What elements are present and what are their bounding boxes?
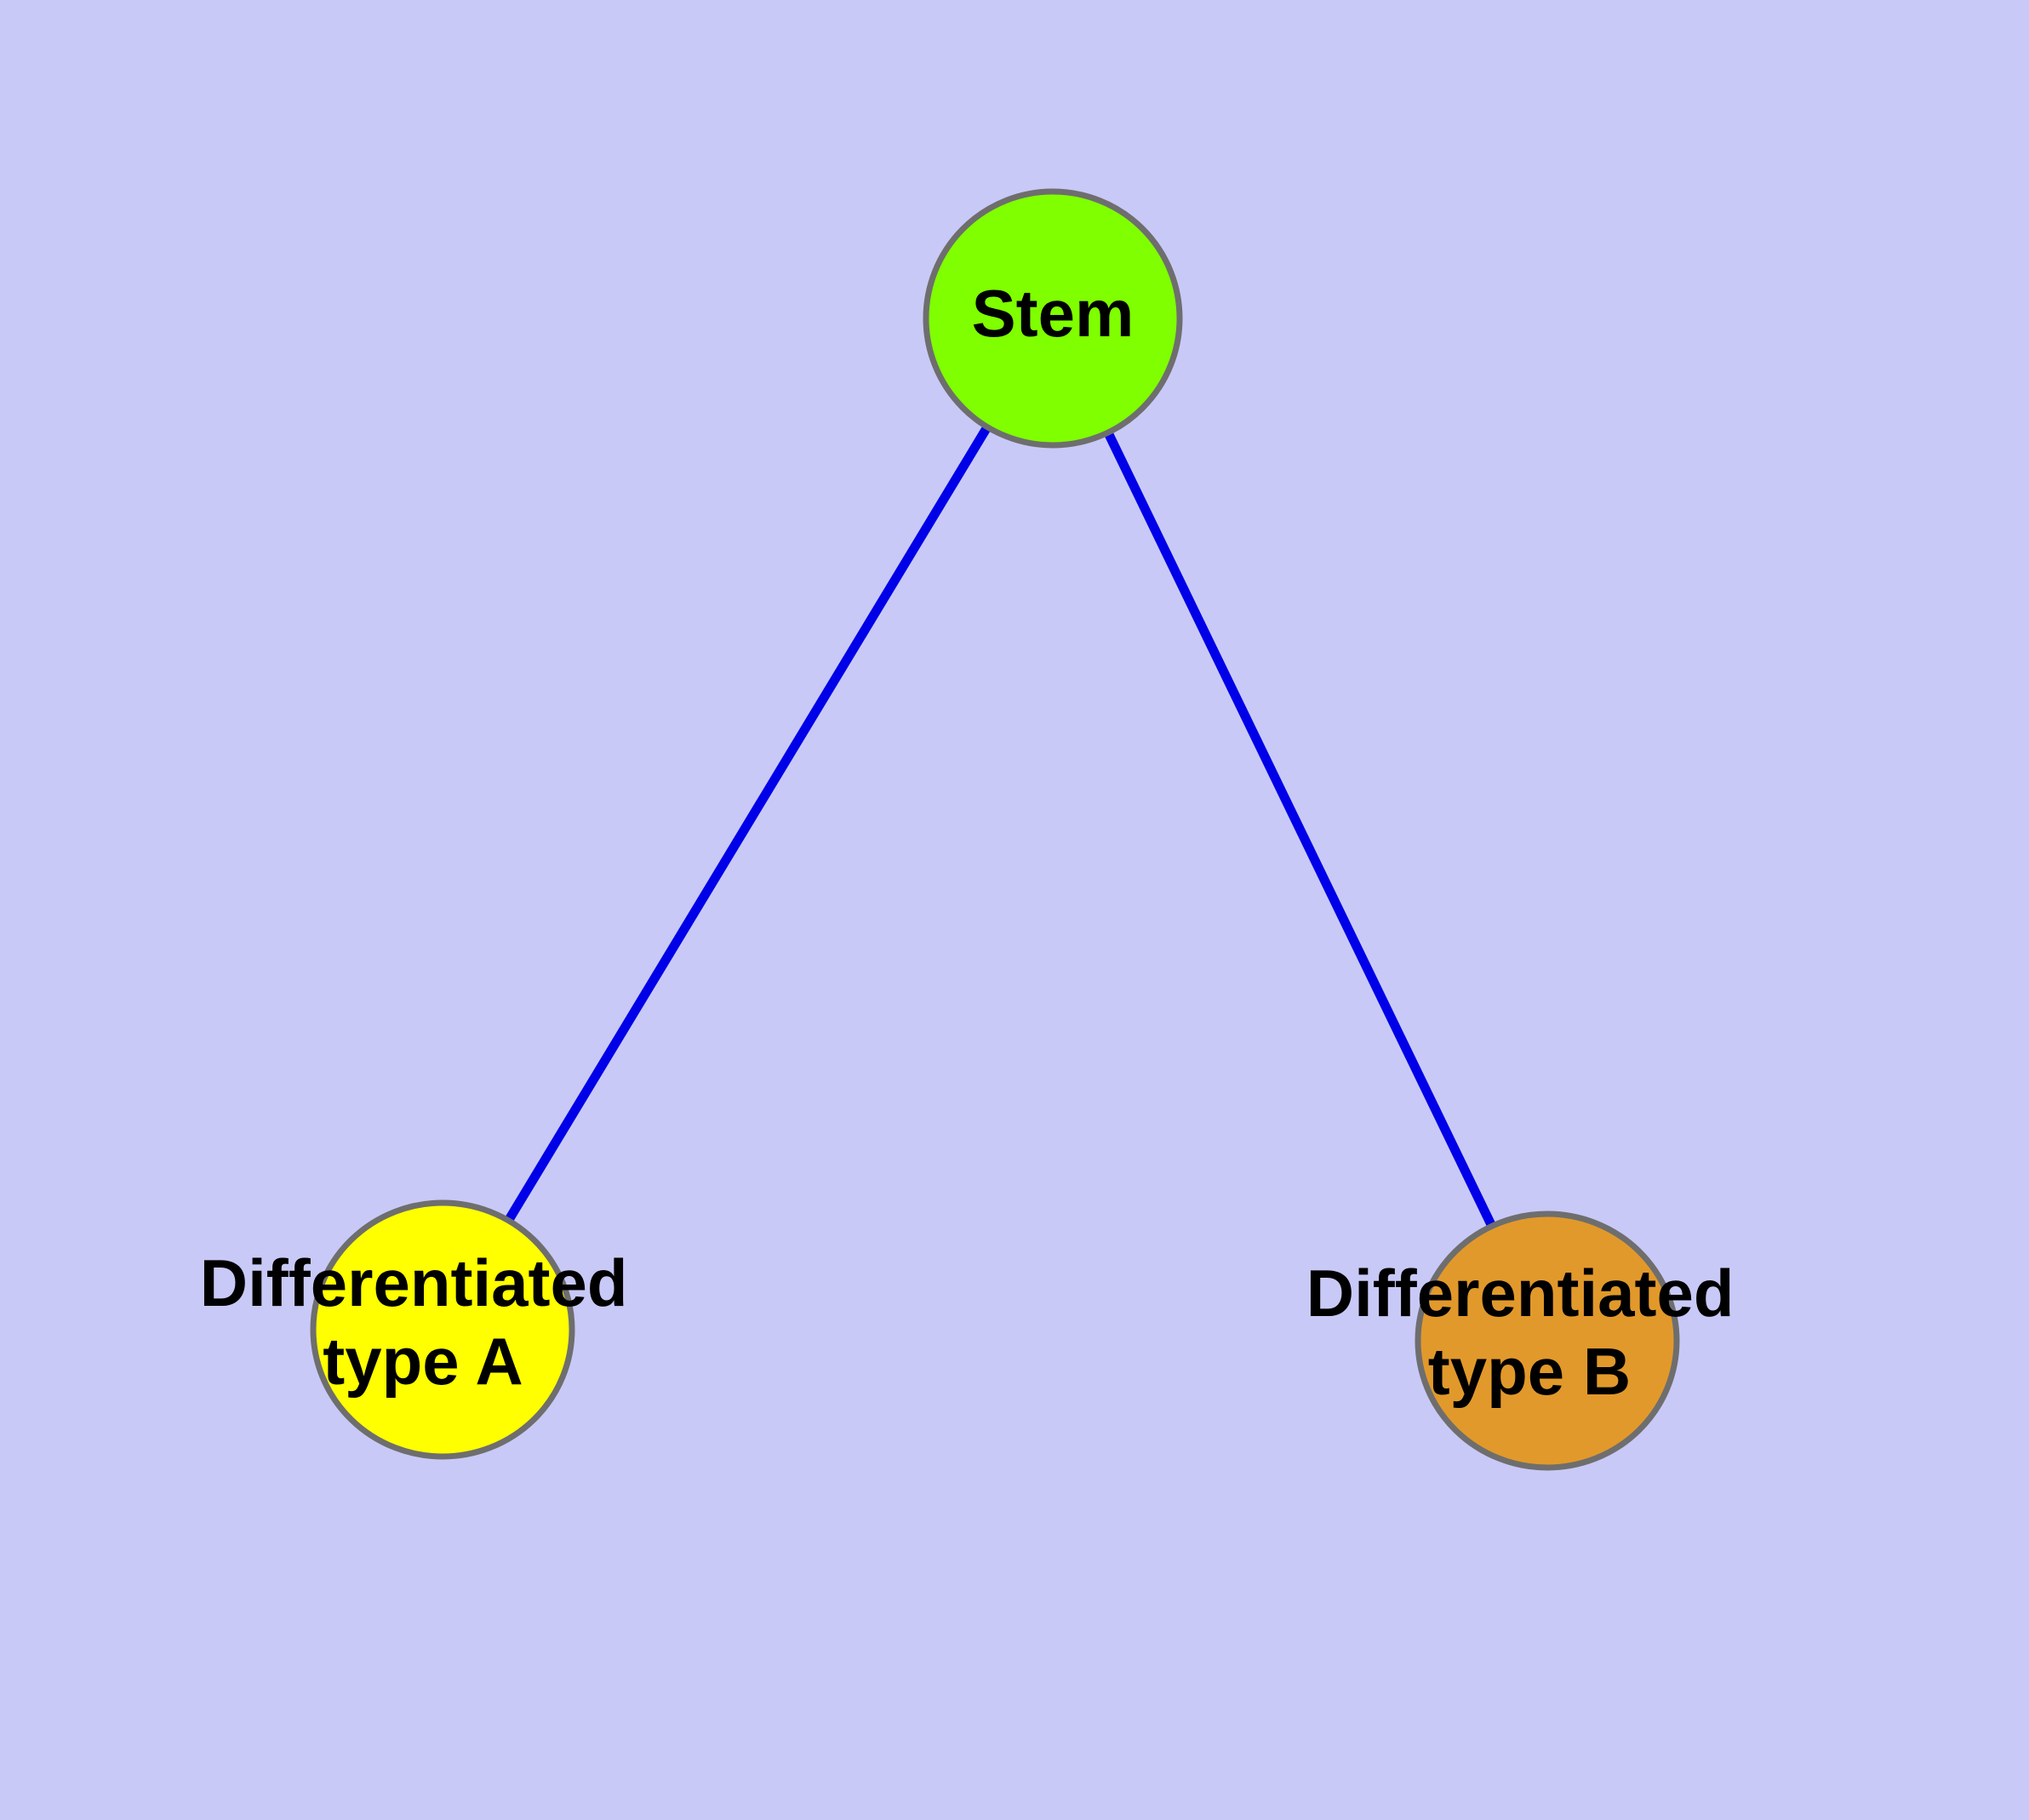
edge-stem-to-type-a[interactable]	[438, 316, 1057, 1332]
node-type-b-label-line-1: Differentiated	[1306, 1256, 1735, 1331]
node-type-a-circle[interactable]	[310, 1199, 575, 1460]
node-type-a-label-line-2: type A	[323, 1324, 523, 1399]
node-type-b-label-line-2: type B	[1428, 1334, 1631, 1409]
edge-stem-to-type-b[interactable]	[1049, 316, 1552, 1343]
node-type-a-label-line-1: Differentiated	[200, 1245, 628, 1320]
node-stem-circle[interactable]	[923, 188, 1183, 449]
node-differentiated-type-a[interactable]	[310, 1199, 575, 1460]
node-type-b-label: Differentiated type B	[1306, 1256, 1752, 1409]
edge-layer	[438, 316, 1552, 1343]
node-differentiated-type-b[interactable]	[1415, 1210, 1680, 1471]
node-stem-label-line-1: Stem	[972, 276, 1135, 351]
node-type-a-label: Differentiated type A	[200, 1245, 646, 1399]
label-layer: Stem Differentiated type A Differentiate…	[200, 276, 1752, 1409]
node-layer	[310, 188, 1680, 1471]
node-stem-label: Stem	[972, 276, 1135, 351]
node-type-b-circle[interactable]	[1415, 1210, 1680, 1471]
node-stem[interactable]	[923, 188, 1183, 449]
